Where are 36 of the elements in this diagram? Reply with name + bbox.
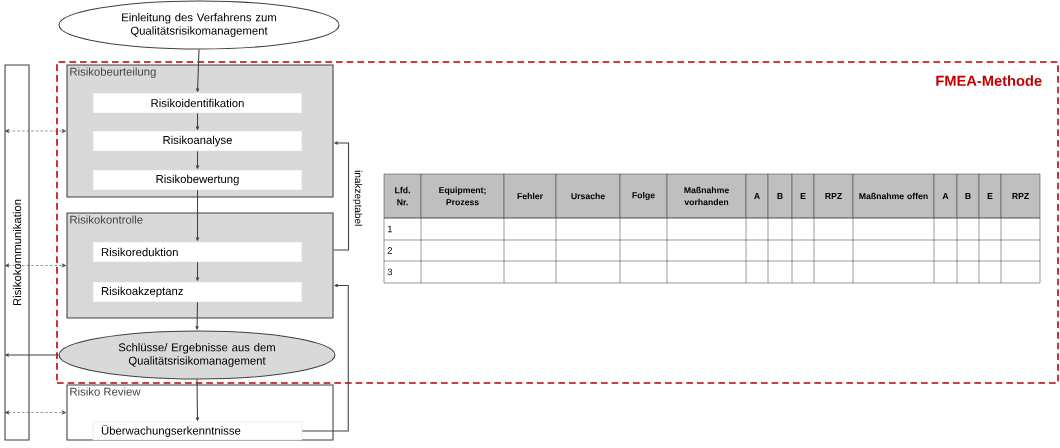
table-header-cell: E bbox=[978, 173, 1002, 219]
arrow bbox=[195, 150, 200, 170]
row-number: 2 bbox=[387, 247, 392, 254]
step-box: Risikoreduktion bbox=[92, 241, 303, 263]
table-header-cell: Lfd. Nr. bbox=[383, 173, 422, 219]
arrow bbox=[195, 261, 200, 282]
arrow bbox=[195, 301, 199, 330]
arrow bbox=[4, 263, 67, 268]
side-box: Risikokommunikation bbox=[4, 64, 30, 441]
table-header-cell: Folge bbox=[619, 173, 668, 219]
step-box: Risikoidentifikation bbox=[92, 92, 303, 114]
arrow bbox=[195, 379, 200, 422]
table-header-cell: Ursache bbox=[555, 173, 621, 219]
arrow bbox=[5, 353, 60, 357]
step-box: Risikobewertung bbox=[92, 169, 303, 191]
table-header-cell: B bbox=[767, 173, 793, 219]
arrow bbox=[4, 129, 67, 133]
arrow bbox=[301, 283, 349, 432]
arrow bbox=[195, 189, 200, 242]
table-header-cell: RPZ bbox=[813, 173, 854, 219]
table-header-cell: RPZ bbox=[1000, 173, 1041, 219]
row-number: 3 bbox=[387, 268, 393, 276]
table-header-cell: A bbox=[745, 173, 769, 219]
step-box: Überwachungserkenntnisse bbox=[92, 421, 303, 441]
table-header-cell: A bbox=[933, 173, 958, 219]
arrow bbox=[195, 49, 200, 93]
step-box: Risikoanalyse bbox=[92, 130, 303, 152]
arrow bbox=[195, 112, 200, 131]
row-number: 1 bbox=[388, 225, 392, 233]
table-header-cell: E bbox=[791, 173, 815, 219]
table-header-cell: B bbox=[956, 173, 980, 219]
table-header-cell: Fehler bbox=[503, 173, 557, 219]
arrow bbox=[333, 141, 350, 251]
arrow bbox=[4, 410, 67, 415]
step-box: Risikoakzeptanz bbox=[92, 281, 303, 303]
edge-label: inakzeptabel bbox=[351, 168, 364, 228]
